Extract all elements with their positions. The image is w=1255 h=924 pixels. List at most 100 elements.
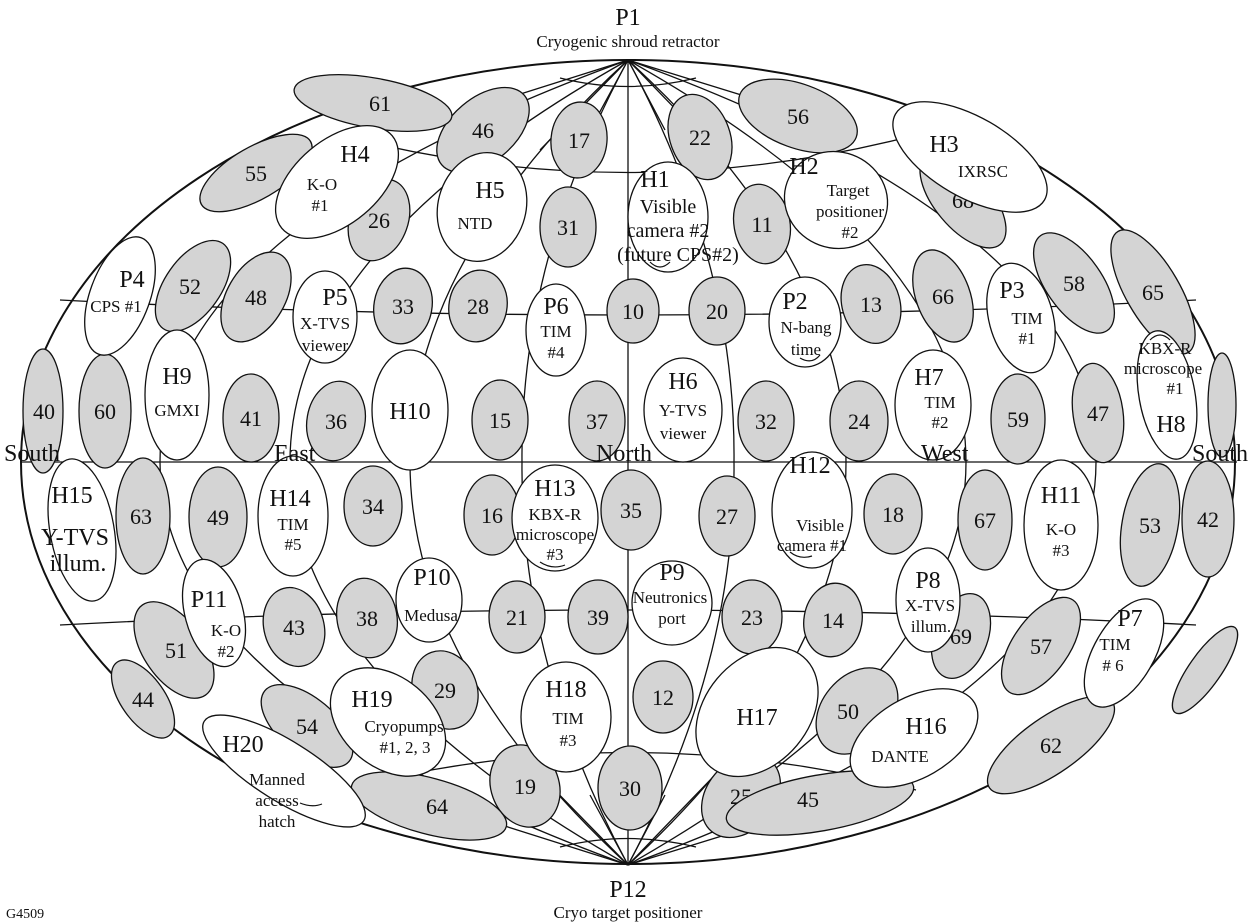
port-P7: P7 TIM # 6: [1083, 598, 1165, 708]
svg-text:TIM: TIM: [1099, 635, 1130, 654]
port-22: 22: [667, 93, 733, 181]
svg-text:H13: H13: [534, 476, 575, 502]
svg-text:K-O: K-O: [211, 621, 241, 640]
svg-text:49: 49: [207, 505, 229, 530]
svg-text:13: 13: [860, 292, 882, 317]
svg-text:P5: P5: [322, 285, 347, 311]
svg-text:18: 18: [882, 502, 904, 527]
svg-text:69: 69: [950, 624, 972, 649]
svg-text:KBX-R: KBX-R: [529, 505, 583, 524]
svg-text:DANTE: DANTE: [871, 747, 929, 766]
top-label: P1 Cryogenic shroud retractor: [536, 5, 719, 51]
svg-text:60: 60: [94, 399, 116, 424]
port-30: 30: [597, 745, 663, 831]
port-H5: H5 NTD: [436, 152, 528, 262]
svg-text:CPS #1: CPS #1: [90, 297, 142, 316]
label-west: West: [921, 441, 969, 467]
leader-lines: [299, 261, 1171, 807]
svg-text:H19: H19: [351, 687, 392, 713]
svg-text:14: 14: [822, 608, 844, 633]
svg-text:K-O: K-O: [307, 175, 337, 194]
top-port-id: P1: [615, 5, 640, 31]
port-H10: H10: [371, 349, 449, 471]
port-H14: H14 TIM #5: [257, 455, 329, 577]
svg-text:#3: #3: [560, 731, 577, 750]
svg-text:26: 26: [368, 208, 390, 233]
svg-text:39: 39: [587, 605, 609, 630]
svg-text:48: 48: [245, 285, 267, 310]
svg-text:microscope: microscope: [516, 525, 594, 544]
svg-text:12: 12: [652, 685, 674, 710]
svg-text:H4: H4: [340, 142, 369, 168]
figure-code: G4509: [6, 907, 44, 922]
svg-text:11: 11: [751, 212, 772, 237]
port-21: 21: [488, 580, 546, 654]
svg-text:57: 57: [1030, 634, 1052, 659]
svg-text:34: 34: [362, 494, 384, 519]
svg-text:#5: #5: [285, 535, 302, 554]
svg-text:H9: H9: [162, 364, 191, 390]
svg-text:IXRSC: IXRSC: [958, 162, 1008, 181]
svg-text:KBX-R: KBX-R: [1139, 339, 1193, 358]
svg-text:TIM: TIM: [540, 322, 571, 341]
numbered-ports: 10 11 12 13 14 15 16 17 18 19 20 21 22 2…: [22, 74, 1239, 841]
svg-text:44: 44: [132, 687, 154, 712]
port-48: 48: [220, 251, 292, 343]
svg-text:65: 65: [1142, 280, 1164, 305]
svg-text:Cryopumps: Cryopumps: [364, 717, 443, 736]
port-52: 52: [154, 239, 232, 333]
port-61: 61: [293, 74, 453, 132]
port-27: 27: [698, 475, 756, 557]
svg-text:22: 22: [689, 125, 711, 150]
svg-text:H17: H17: [736, 705, 777, 731]
svg-text:NTD: NTD: [458, 214, 493, 233]
port-H18: H18 TIM #3: [520, 661, 612, 773]
svg-text:N-bang: N-bang: [781, 318, 832, 337]
top-port-desc: Cryogenic shroud retractor: [536, 32, 719, 51]
svg-text:positioner: positioner: [816, 202, 884, 221]
svg-text:10: 10: [622, 299, 644, 324]
svg-text:33: 33: [392, 294, 414, 319]
svg-text:#1: #1: [1167, 379, 1184, 398]
svg-text:H18: H18: [545, 677, 586, 703]
svg-text:53: 53: [1139, 513, 1161, 538]
port-56: 56: [738, 78, 858, 154]
port-24: 24: [829, 380, 889, 462]
svg-text:H5: H5: [475, 178, 504, 204]
port-20: 20: [688, 276, 746, 346]
port-33: 33: [373, 267, 433, 345]
svg-text:Y-TVS: Y-TVS: [41, 525, 109, 551]
svg-text:# 6: # 6: [1102, 656, 1123, 675]
port-H11: H11 K-O #3: [1023, 459, 1099, 591]
port-H1: H1 Visible camera #2 (future CPS#2): [617, 161, 739, 273]
port-12: 12: [632, 660, 694, 734]
svg-text:time: time: [791, 340, 821, 359]
svg-text:viewer: viewer: [302, 336, 349, 355]
svg-text:K-O: K-O: [1046, 520, 1076, 539]
svg-text:H11: H11: [1041, 483, 1081, 509]
svg-text:Target: Target: [827, 181, 870, 200]
svg-text:H1: H1: [640, 167, 669, 193]
svg-text:#1, 2, 3: #1, 2, 3: [380, 738, 431, 757]
svg-text:H15: H15: [51, 483, 92, 509]
port-H13: H13 KBX-R microscope #3: [511, 464, 599, 572]
svg-text:29: 29: [434, 678, 456, 703]
svg-text:P7: P7: [1117, 606, 1142, 632]
svg-text:X-TVS: X-TVS: [905, 596, 955, 615]
port-H16: H16 DANTE: [849, 688, 979, 788]
port-28: 28: [448, 269, 508, 343]
svg-text:23: 23: [741, 605, 763, 630]
svg-text:37: 37: [586, 409, 608, 434]
svg-text:64: 64: [426, 794, 448, 819]
svg-text:Y-TVS: Y-TVS: [659, 401, 707, 420]
svg-text:GMXI: GMXI: [154, 401, 200, 420]
port-49: 49: [188, 466, 248, 568]
svg-text:55: 55: [245, 161, 267, 186]
port-18: 18: [863, 473, 923, 555]
svg-text:38: 38: [356, 606, 378, 631]
svg-text:H3: H3: [929, 132, 958, 158]
port-35: 35: [600, 469, 662, 551]
port-H7: H7 TIM #2: [894, 349, 972, 461]
port-P11: P11 K-O #2: [181, 558, 247, 668]
